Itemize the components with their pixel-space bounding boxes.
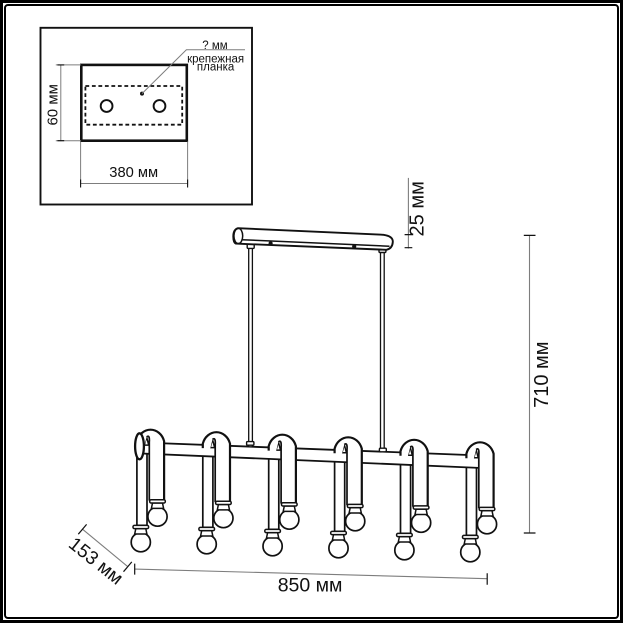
svg-text:крепежная: крепежная xyxy=(187,53,244,65)
svg-text:710 мм: 710 мм xyxy=(531,341,553,407)
svg-text:850 мм: 850 мм xyxy=(278,575,343,597)
svg-text:? мм: ? мм xyxy=(202,40,227,52)
svg-text:153 мм: 153 мм xyxy=(64,534,126,590)
svg-text:60 мм: 60 мм xyxy=(45,84,62,125)
svg-text:25 мм: 25 мм xyxy=(407,181,429,236)
svg-text:380 мм: 380 мм xyxy=(109,165,158,181)
svg-text:планка: планка xyxy=(197,62,235,74)
